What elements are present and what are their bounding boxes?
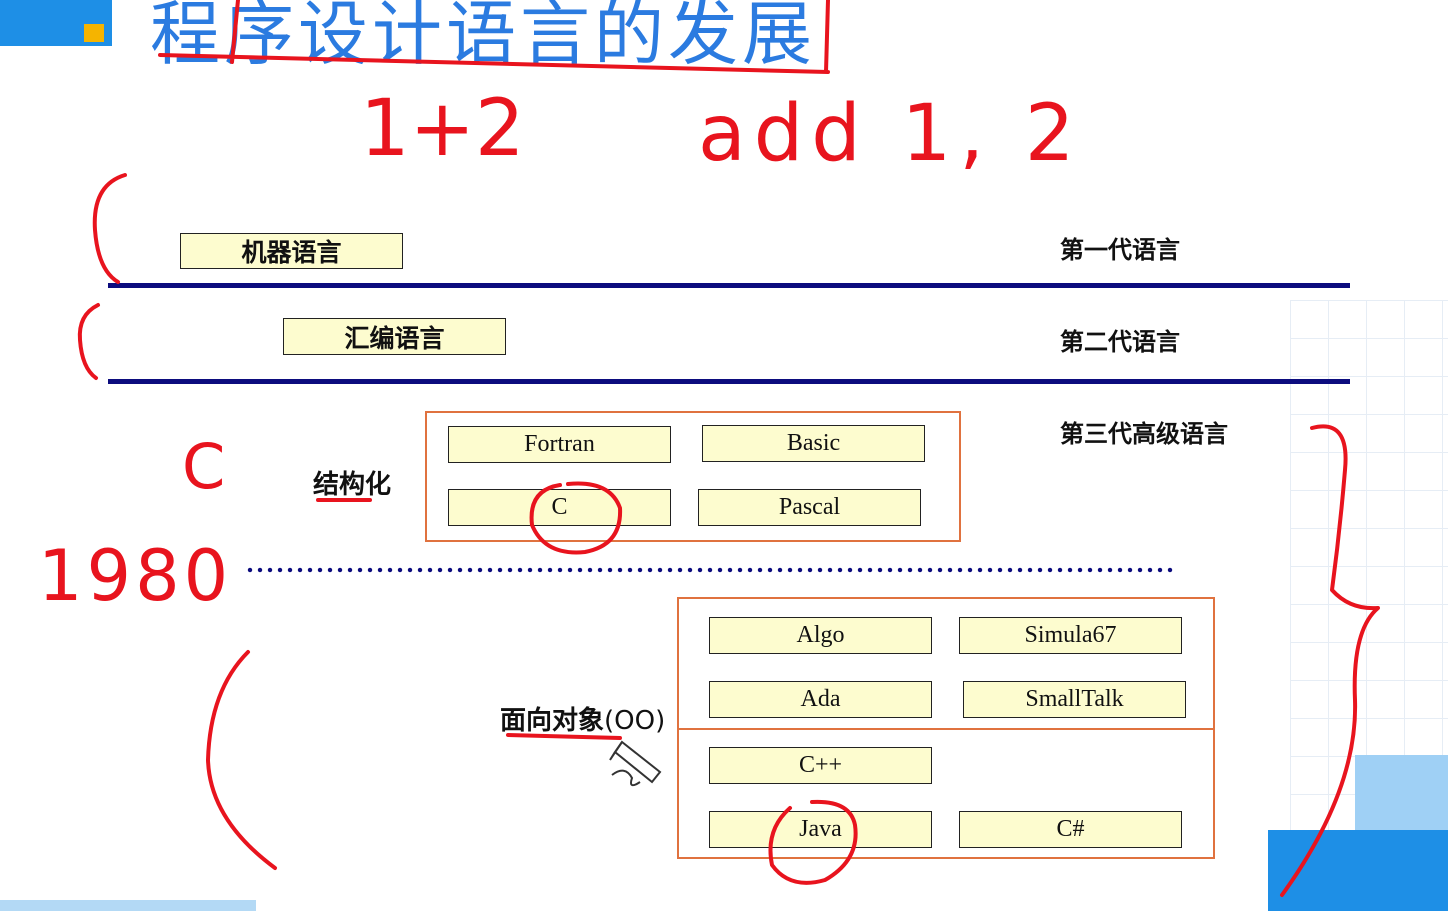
brace-first-gen (92, 173, 127, 284)
oo-group-separator (677, 728, 1215, 730)
lang-box-cpp: C++ (709, 747, 932, 784)
divider-line-2 (108, 379, 1350, 384)
circle-java-ink (768, 799, 858, 885)
divider-line-1 (108, 283, 1350, 288)
bottom-left-strip (0, 900, 256, 911)
oo-label-cn: 面向对象 (500, 706, 605, 736)
oo-label: 面向对象(OO) (500, 700, 665, 737)
assembly-language-box: 汇编语言 (283, 318, 506, 355)
blue-block-right-light (1355, 755, 1448, 830)
generation-label-third: 第三代高级语言 (1060, 420, 1228, 448)
lang-box-c: C (448, 489, 671, 526)
brace-high-level (1280, 424, 1380, 897)
lang-box-simula67: Simula67 (959, 617, 1182, 654)
lang-box-basic: Basic (702, 425, 925, 462)
lang-box-algo: Algo (709, 617, 932, 654)
lang-box-pascal: Pascal (698, 489, 921, 526)
brace-oo (206, 650, 277, 870)
structured-languages-group (425, 411, 961, 542)
circle-c-ink (529, 481, 623, 555)
title-underline-ink (158, 0, 830, 74)
generation-label-first: 第一代语言 (1060, 236, 1180, 264)
pen-cursor-icon (609, 740, 662, 787)
lang-box-ada: Ada (709, 681, 932, 718)
lang-box-java: Java (709, 811, 932, 848)
ink-c-letter: C (182, 430, 225, 503)
machine-language-box: 机器语言 (180, 233, 403, 269)
oo-underline-ink (506, 733, 622, 740)
corner-yellow-square (84, 24, 104, 42)
structured-label: 结构化 (313, 470, 392, 500)
dotted-divider-1980 (245, 567, 1175, 573)
lang-box-csharp: C# (959, 811, 1182, 848)
ink-asm-instruction: add 1, 2 (698, 89, 1082, 179)
ink-expression: 1+2 (360, 84, 525, 174)
lang-box-smalltalk: SmallTalk (963, 681, 1186, 718)
generation-label-second: 第二代语言 (1060, 328, 1180, 356)
oo-label-en: (OO) (604, 706, 666, 736)
ink-year: 1980 (38, 535, 232, 617)
brace-second-gen (77, 303, 100, 380)
lang-box-fortran: Fortran (448, 426, 671, 463)
